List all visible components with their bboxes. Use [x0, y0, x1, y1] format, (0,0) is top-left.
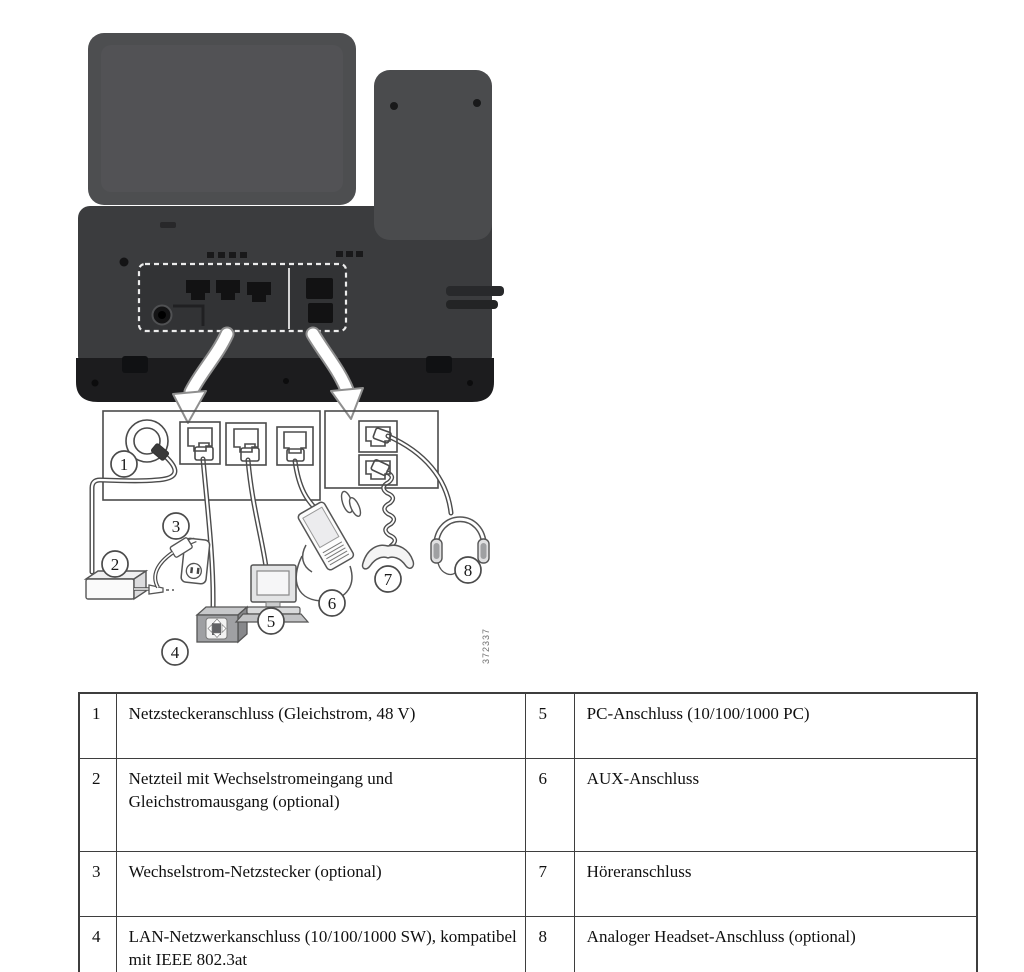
- svg-text:1: 1: [120, 455, 129, 474]
- foot-pad: [426, 356, 452, 373]
- aux-device-hand: [295, 490, 362, 602]
- port-bracket: [173, 304, 205, 326]
- callout-1: 1: [110, 450, 138, 478]
- callout-number-cell: 8: [525, 916, 575, 972]
- callout-text-cell: Netzsteckeranschluss (Gleichstrom, 48 V): [115, 692, 527, 759]
- screw-icon: [91, 379, 99, 387]
- screw-icon: [473, 99, 481, 107]
- display-housing-face: [101, 45, 343, 192]
- audio-ports-box: [324, 410, 439, 489]
- phone-rear-photo: [76, 33, 504, 424]
- lan-switch: [195, 605, 249, 644]
- svg-text:8: 8: [464, 561, 473, 580]
- svg-text:6: 6: [328, 594, 337, 613]
- table-row: 2 Netzteil mit Wechselstromeingang und G…: [78, 758, 978, 852]
- slot: [160, 222, 176, 228]
- callout-text-cell: Wechselstrom-Netzstecker (optional): [115, 851, 527, 917]
- callout-6: 6: [318, 589, 346, 617]
- callout-number-cell: 7: [525, 851, 575, 917]
- callout-8: 8: [454, 556, 482, 584]
- svg-text:7: 7: [384, 570, 393, 589]
- handset-headset-ports: [306, 278, 333, 323]
- lan-jack: [179, 421, 221, 465]
- network-ports: [186, 280, 271, 302]
- handset-rest-tower: [374, 70, 492, 240]
- arrow-right-icon: [305, 326, 364, 420]
- wallmount-hook: [446, 300, 498, 309]
- handset-jack: [358, 454, 398, 486]
- main-ports-box: [102, 410, 321, 501]
- callout-number-cell: 4: [78, 916, 117, 972]
- dc-power-connector: [125, 419, 170, 463]
- table-row: 3 Wechselstrom-Netzstecker (optional) 7 …: [78, 851, 978, 917]
- wallmount-hook: [446, 286, 504, 296]
- legend-table: 1 Netzsteckeranschluss (Gleichstrom, 48 …: [78, 692, 978, 972]
- callout-4: 4: [161, 638, 189, 666]
- headset-jack: [358, 420, 398, 453]
- svg-text:5: 5: [267, 612, 276, 631]
- foot-pad: [122, 356, 148, 373]
- table-row: 4 LAN-Netzwerkanschluss (10/100/1000 SW)…: [78, 916, 978, 972]
- callout-7: 7: [374, 565, 402, 593]
- wall-plug: [153, 537, 211, 589]
- callout-number-cell: 2: [78, 758, 117, 852]
- callout-text-cell: Analoger Headset-Anschluss (optional): [573, 916, 978, 972]
- svg-text:2: 2: [111, 555, 120, 574]
- callout-number-cell: 5: [525, 692, 575, 759]
- callout-text-cell: LAN-Netzwerkanschluss (10/100/1000 SW), …: [115, 916, 527, 972]
- screw-icon: [390, 102, 398, 110]
- table-row: 1 Netzsteckeranschluss (Gleichstrom, 48 …: [78, 692, 978, 759]
- callout-5: 5: [257, 607, 285, 635]
- callout-number-cell: 1: [78, 692, 117, 759]
- arrow-left-icon: [172, 326, 235, 424]
- connection-diagram: 1 2 3 4 5 6 7 8 372337: [83, 410, 491, 666]
- screw-icon: [119, 257, 129, 267]
- phone-connections-figure: 1 2 3 4 5 6 7 8 372337: [76, 33, 504, 666]
- vent-slots: [207, 251, 363, 258]
- callout-text-cell: PC-Anschluss (10/100/1000 PC): [573, 692, 978, 759]
- power-brick: [83, 569, 174, 601]
- screw-icon: [467, 380, 473, 386]
- callout-text-cell: AUX-Anschluss: [573, 758, 978, 852]
- callout-2: 2: [101, 550, 129, 578]
- svg-text:4: 4: [171, 643, 180, 662]
- legend-table-wrap: 1 Netzsteckeranschluss (Gleichstrom, 48 …: [78, 692, 978, 972]
- screw-icon: [283, 378, 289, 384]
- port-recess: [137, 262, 348, 333]
- headset: [430, 516, 490, 576]
- callout-3: 3: [162, 512, 190, 540]
- pc-jack: [225, 422, 267, 466]
- callout-text-cell: Höreranschluss: [573, 851, 978, 917]
- aux-jack: [276, 426, 314, 466]
- figure-id: 372337: [481, 628, 491, 664]
- callout-number-cell: 3: [78, 851, 117, 917]
- handset: [361, 544, 415, 570]
- callout-text-cell: Netzteil mit Wechselstromeingang und Gle…: [115, 758, 527, 852]
- svg-text:3: 3: [172, 517, 181, 536]
- callout-number-cell: 6: [525, 758, 575, 852]
